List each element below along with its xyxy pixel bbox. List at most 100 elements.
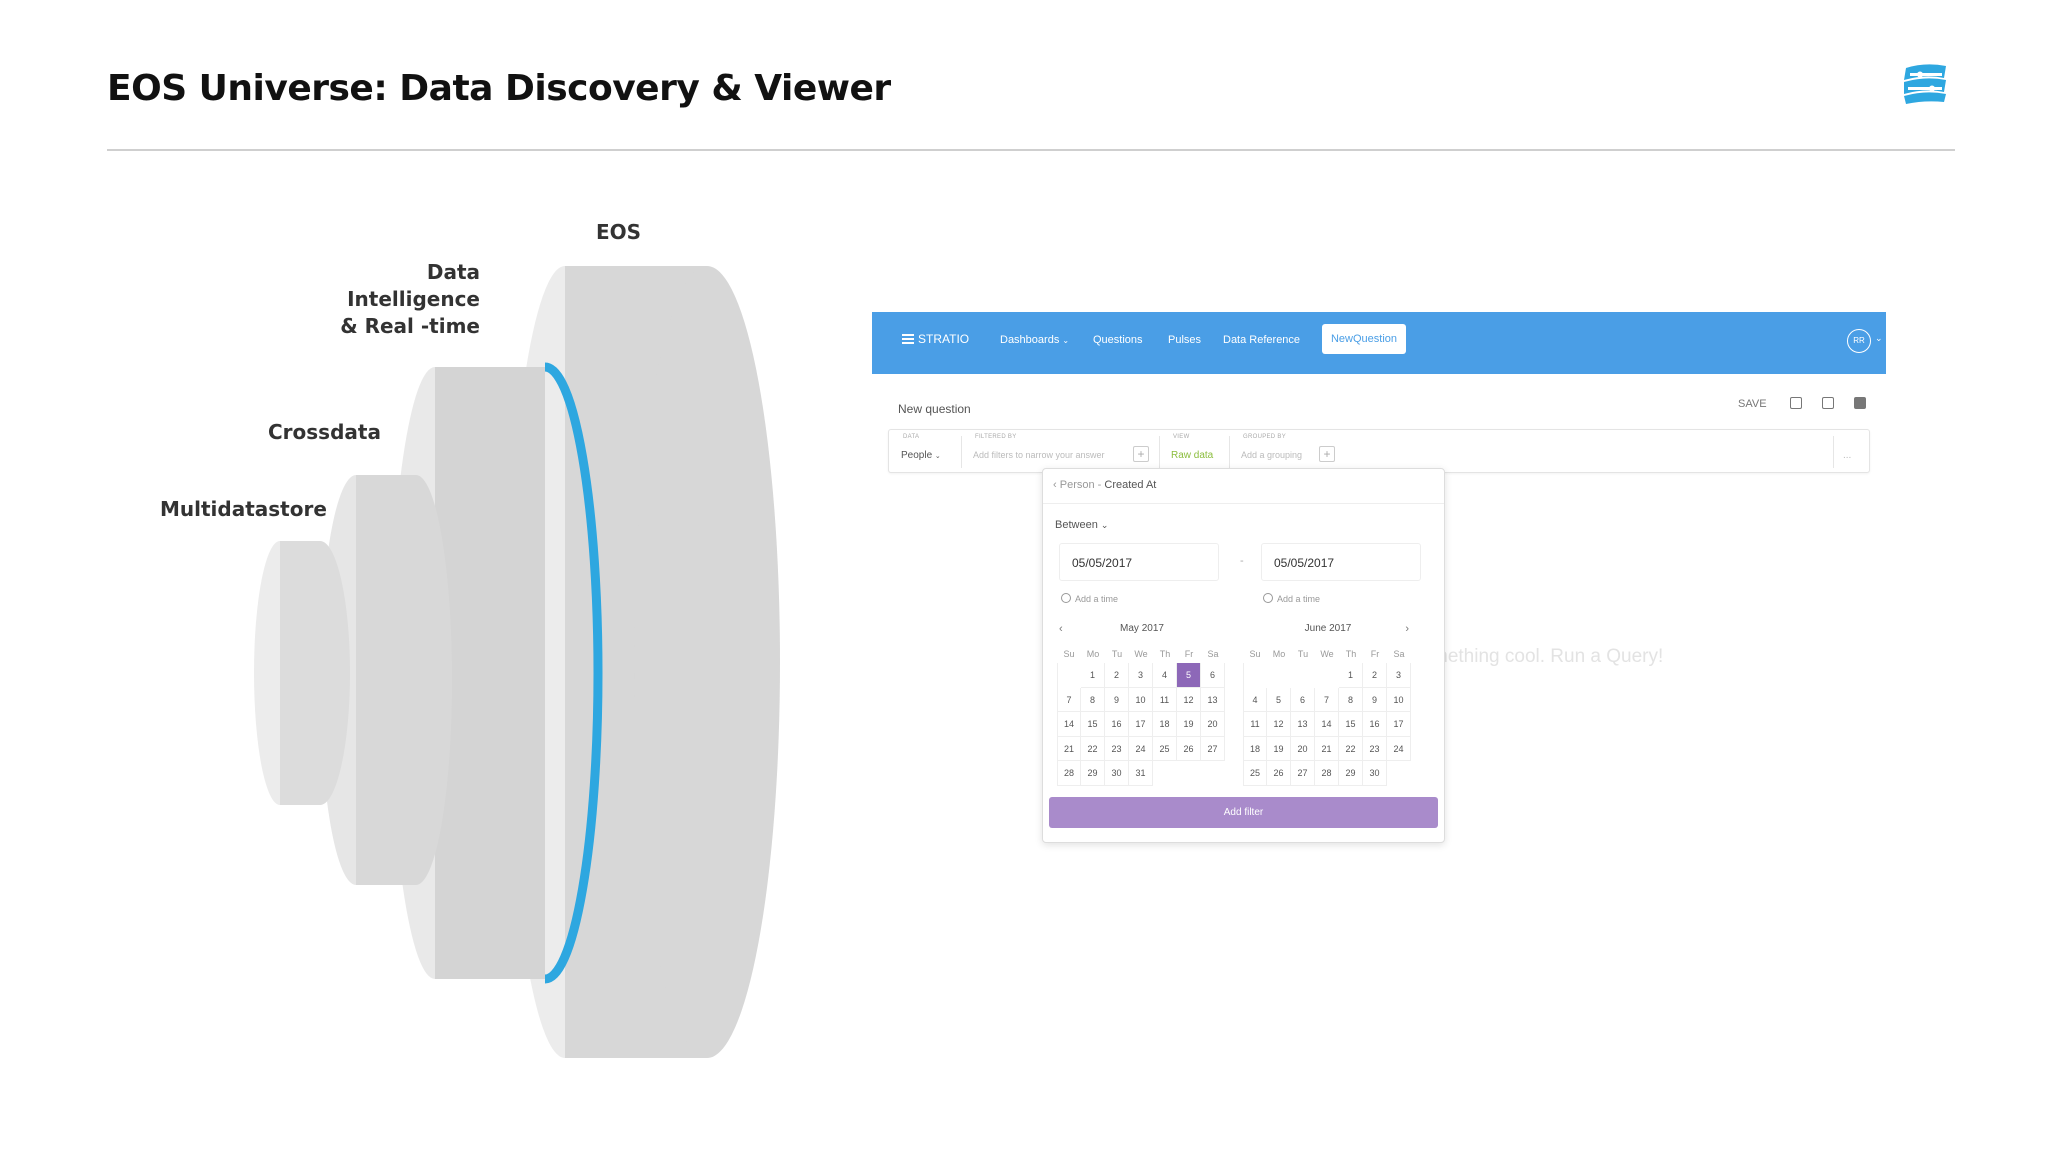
calendar-day[interactable]: 20	[1201, 712, 1225, 737]
operator-select[interactable]: Between ⌄	[1055, 519, 1108, 531]
view-select[interactable]: Raw data	[1171, 450, 1214, 461]
calendar-day[interactable]: 27	[1291, 761, 1315, 786]
filter-placeholder[interactable]: Add filters to narrow your answer	[973, 450, 1105, 460]
end-add-time-link[interactable]: Add a time	[1263, 593, 1320, 604]
add-grouping-plus-icon[interactable]: +	[1319, 446, 1335, 462]
calendar-day[interactable]: 15	[1339, 712, 1363, 737]
calendar-day[interactable]: 18	[1153, 712, 1177, 737]
nav-new-question[interactable]: NewQuestion	[1322, 324, 1406, 354]
calendar-day[interactable]: 10	[1387, 687, 1411, 712]
calendar-day[interactable]: 25	[1153, 736, 1177, 761]
add-filter-plus-icon[interactable]: +	[1133, 446, 1149, 462]
calendar-day[interactable]: 11	[1153, 687, 1177, 712]
add-to-dashboard-icon[interactable]	[1790, 397, 1802, 409]
calendar-day[interactable]: 14	[1315, 712, 1339, 737]
calendar-day[interactable]: 23	[1363, 736, 1387, 761]
app-screenshot: STRATIO Dashboards ⌄ Questions Pulses Da…	[872, 312, 1886, 852]
add-filter-button[interactable]: Add filter	[1049, 797, 1438, 828]
calendar-next-icon[interactable]: ›	[1405, 623, 1409, 635]
calendar-day[interactable]: 22	[1339, 736, 1363, 761]
end-date-input[interactable]: 05/05/2017	[1261, 543, 1421, 581]
brand-link[interactable]: STRATIO	[902, 332, 969, 346]
nav-data-reference[interactable]: Data Reference	[1223, 334, 1301, 346]
layer-label-data-intelligence: Data Intelligence & Real -time	[340, 260, 480, 338]
calendar-day[interactable]: 13	[1201, 687, 1225, 712]
calendar-day[interactable]: 30	[1363, 761, 1387, 786]
calendar-day[interactable]: 7	[1057, 687, 1081, 712]
calendar-day[interactable]: 26	[1267, 761, 1291, 786]
calendar-day[interactable]: 6	[1201, 663, 1225, 688]
calendar-day[interactable]: 2	[1363, 663, 1387, 688]
calendar-day[interactable]: 13	[1291, 712, 1315, 737]
start-add-time-link[interactable]: Add a time	[1061, 593, 1118, 604]
user-avatar[interactable]: RR	[1847, 329, 1871, 353]
popover-breadcrumb[interactable]: ‹ Person - Created At	[1053, 479, 1156, 491]
data-source-select[interactable]: People ⌄	[901, 450, 941, 461]
weekday-label: Mo	[1272, 649, 1286, 659]
calendar-day[interactable]: 9	[1363, 687, 1387, 712]
calendar-day[interactable]: 17	[1129, 712, 1153, 737]
save-button[interactable]: SAVE	[1738, 398, 1767, 410]
nav-questions[interactable]: Questions	[1093, 334, 1143, 346]
calendar-day[interactable]: 14	[1057, 712, 1081, 737]
calendar-day[interactable]: 12	[1267, 712, 1291, 737]
calendar-day[interactable]: 16	[1363, 712, 1387, 737]
group-section-label: GROUPED BY	[1243, 434, 1287, 440]
calendar-day[interactable]: 28	[1057, 761, 1081, 786]
calendar-day[interactable]: 29	[1081, 761, 1105, 786]
embed-icon[interactable]	[1822, 397, 1834, 409]
calendar-day[interactable]: 27	[1201, 736, 1225, 761]
nav-pulses[interactable]: Pulses	[1168, 334, 1202, 346]
calendar-day[interactable]: 1	[1081, 663, 1105, 688]
calendar-day[interactable]: 19	[1267, 736, 1291, 761]
calendar-day[interactable]: 6	[1291, 687, 1315, 712]
calendar-day[interactable]: 17	[1387, 712, 1411, 737]
weekday-label: Su	[1063, 649, 1075, 659]
start-date-input[interactable]: 05/05/2017	[1059, 543, 1219, 581]
calendar-day[interactable]: 20	[1291, 736, 1315, 761]
more-options-icon[interactable]: ...	[1843, 450, 1852, 461]
chevron-down-icon[interactable]: ⌄	[1875, 333, 1883, 343]
calendar-day[interactable]: 25	[1243, 761, 1267, 786]
nav-dashboards[interactable]: Dashboards ⌄	[1000, 334, 1069, 346]
calendar-day[interactable]: 7	[1315, 687, 1339, 712]
calendar-day[interactable]: 9	[1105, 687, 1129, 712]
crumb-separator: -	[1097, 479, 1102, 491]
calendar-day[interactable]: 24	[1387, 736, 1411, 761]
book-icon[interactable]	[1854, 397, 1866, 409]
calendar-day[interactable]: 23	[1105, 736, 1129, 761]
calendar-day[interactable]: 5	[1267, 687, 1291, 712]
calendar-day[interactable]: 5	[1177, 663, 1201, 688]
calendar-day[interactable]: 18	[1243, 736, 1267, 761]
calendar-day[interactable]: 3	[1387, 663, 1411, 688]
calendar-day[interactable]: 29	[1339, 761, 1363, 786]
calendar-day[interactable]: 4	[1243, 687, 1267, 712]
calendar-day[interactable]: 24	[1129, 736, 1153, 761]
weekday-label: Fr	[1184, 649, 1194, 659]
calendar-day[interactable]: 1	[1339, 663, 1363, 688]
calendar-day[interactable]: 28	[1315, 761, 1339, 786]
calendar-day[interactable]: 15	[1081, 712, 1105, 737]
crumb-parent: Person	[1059, 479, 1095, 491]
add-time-label: Add a time	[1277, 594, 1321, 604]
calendar-day[interactable]: 10	[1129, 687, 1153, 712]
calendar-prev-icon[interactable]: ‹	[1059, 623, 1063, 635]
calendar-day[interactable]: 11	[1243, 712, 1267, 737]
calendar-day[interactable]: 4	[1153, 663, 1177, 688]
calendar-day[interactable]: 30	[1105, 761, 1129, 786]
calendar-day[interactable]: 2	[1105, 663, 1129, 688]
grouping-placeholder[interactable]: Add a grouping	[1241, 450, 1303, 460]
calendar-day[interactable]: 12	[1177, 687, 1201, 712]
calendar-empty-cell	[1291, 663, 1315, 688]
calendar-day[interactable]: 8	[1339, 687, 1363, 712]
calendar-day[interactable]: 22	[1081, 736, 1105, 761]
range-dash: -	[1240, 555, 1244, 567]
calendar-day[interactable]: 26	[1177, 736, 1201, 761]
calendar-day[interactable]: 16	[1105, 712, 1129, 737]
calendar-day[interactable]: 8	[1081, 687, 1105, 712]
calendar-day[interactable]: 21	[1057, 736, 1081, 761]
calendar-day[interactable]: 3	[1129, 663, 1153, 688]
calendar-day[interactable]: 31	[1129, 761, 1153, 786]
calendar-day[interactable]: 19	[1177, 712, 1201, 737]
calendar-day[interactable]: 21	[1315, 736, 1339, 761]
